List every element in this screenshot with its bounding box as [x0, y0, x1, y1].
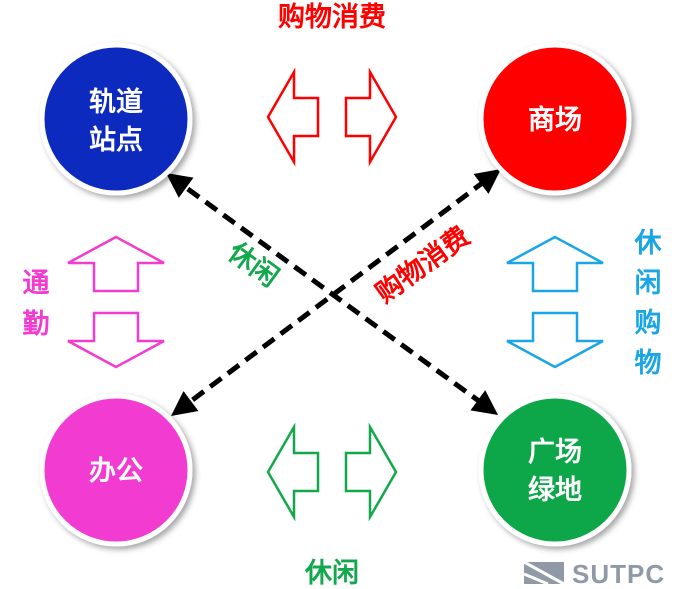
sutpc-logo: SUTPC — [523, 559, 665, 589]
right-double-arrow — [506, 235, 604, 369]
node-mall: 商场 — [478, 42, 632, 196]
plaza-label-line1: 广场 — [528, 437, 582, 468]
diagonal-shopping-label: 购物消费 — [370, 221, 476, 310]
diagonal-arrow-office-mall — [170, 169, 502, 416]
top-double-arrow — [266, 67, 398, 167]
sutpc-logo-text: SUTPC — [572, 559, 665, 589]
mall-label: 商场 — [528, 105, 582, 136]
diagonal-leisure-label: 休闲 — [221, 236, 284, 293]
left-up-arrow-icon — [67, 235, 165, 293]
office-circle — [39, 393, 193, 547]
mall-circle — [478, 42, 632, 196]
left-down-arrow-icon — [67, 311, 165, 369]
right-relation-char-3: 购 — [635, 308, 662, 339]
office-label: 办公 — [89, 456, 143, 487]
top-right-arrow-icon — [344, 67, 398, 167]
left-relation-char-2: 勤 — [23, 309, 50, 340]
node-station: 轨道 站点 — [39, 42, 193, 196]
sutpc-logo-icon — [523, 560, 565, 586]
right-relation-char-4: 物 — [635, 348, 662, 379]
right-relation-char-2: 闲 — [635, 268, 662, 299]
right-down-arrow-icon — [506, 311, 604, 369]
left-relation-char-1: 通 — [23, 268, 50, 299]
top-relation-label: 购物消费 — [278, 2, 386, 33]
station-label-line1: 轨道 — [89, 86, 143, 118]
station-label-line2: 站点 — [89, 125, 143, 156]
bottom-right-arrow-icon — [344, 422, 398, 522]
bottom-double-arrow — [266, 422, 398, 522]
plaza-circle — [478, 393, 632, 547]
left-double-arrow — [67, 235, 165, 369]
node-office: 办公 — [39, 393, 193, 547]
right-up-arrow-icon — [506, 235, 604, 293]
station-circle — [39, 42, 193, 196]
bottom-relation-label: 休闲 — [304, 558, 359, 589]
bottom-left-arrow-icon — [266, 422, 320, 522]
top-left-arrow-icon — [266, 67, 320, 167]
node-plaza: 广场 绿地 — [478, 393, 632, 547]
plaza-label-line2: 绿地 — [528, 475, 582, 506]
right-relation-char-1: 休 — [634, 228, 663, 259]
